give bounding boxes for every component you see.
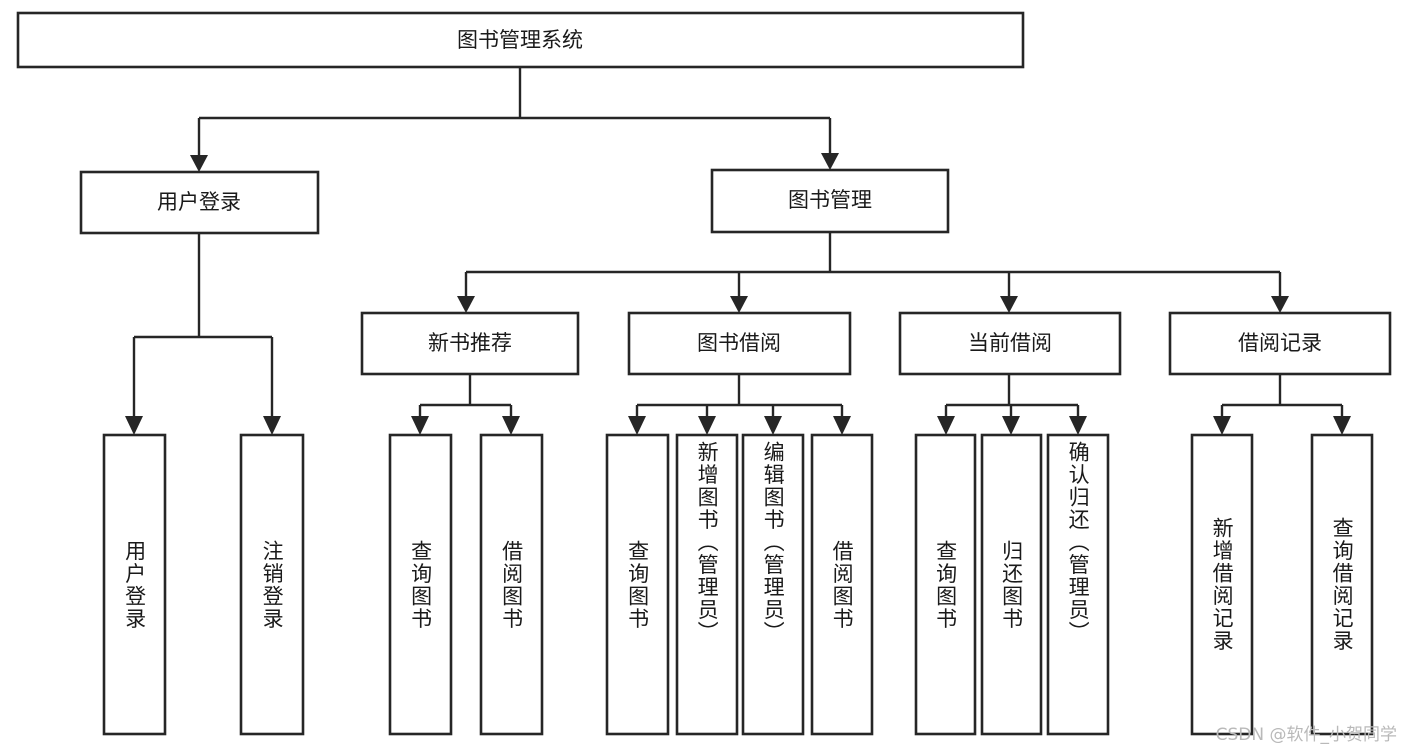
node-user-login[interactable]: 用户登录 (79, 170, 320, 235)
arrow-to-leaf-query-book-2 (628, 416, 646, 435)
leaf-box-add-book[interactable] (675, 433, 739, 736)
leaf-label-query-book-1: 查询图书 (408, 539, 433, 630)
node-root[interactable]: 图书管理系统 (16, 11, 1025, 69)
node-book-manage-label: 图书管理 (788, 188, 872, 212)
leaf-box-add-record[interactable] (1190, 433, 1254, 736)
arrow-to-leaf-add-record (1213, 416, 1231, 435)
leaf-label-add-book: 新增图书（管理员） (695, 441, 720, 644)
arrow-to-leaf-user-login (125, 416, 143, 435)
node-borrow-record[interactable]: 借阅记录 (1168, 311, 1392, 376)
arrow-to-new-book (457, 296, 475, 313)
leaf-box-borrow-book-1[interactable] (479, 433, 544, 736)
csdn-watermark: CSDN @软件_小贺同学 (1215, 725, 1397, 745)
arrow-to-leaf-query-record (1333, 416, 1351, 435)
leaf-box-return-book[interactable] (980, 433, 1043, 736)
leaf-label-return-book: 归还图书 (999, 539, 1024, 630)
arrow-to-leaf-borrow-book-2 (833, 416, 851, 435)
leaf-box-query-book-1[interactable] (388, 433, 453, 736)
edge-group-book-borrow-leaves (628, 374, 851, 435)
node-book-manage-box[interactable] (710, 168, 950, 234)
arrow-to-leaf-add-book (698, 416, 716, 435)
node-book-borrow-label: 图书借阅 (697, 331, 781, 355)
edge-group-root-to-level2 (190, 67, 839, 172)
arrow-to-book-manage (821, 153, 839, 170)
leaf-label-query-record: 查询借阅记录 (1330, 517, 1355, 652)
arrow-to-leaf-edit-book (764, 416, 782, 435)
leaf-box-borrow-book-2[interactable] (810, 433, 874, 736)
node-root-box[interactable] (16, 11, 1025, 69)
arrow-to-leaf-return-book (1002, 416, 1020, 435)
node-current-borrow-label: 当前借阅 (968, 331, 1052, 355)
node-user-login-label: 用户登录 (157, 190, 241, 214)
leaf-boxes (102, 433, 1374, 736)
node-new-book-recommend-label: 新书推荐 (428, 331, 512, 355)
arrow-to-book-borrow (730, 296, 748, 313)
leaf-label-user-login: 用户登录 (122, 539, 147, 630)
leaf-box-logout[interactable] (239, 433, 305, 736)
node-borrow-record-label: 借阅记录 (1238, 331, 1322, 355)
node-new-book-recommend[interactable]: 新书推荐 (360, 311, 580, 376)
leaf-label-confirm-return: 确认归还（管理员） (1066, 441, 1091, 644)
node-borrow-record-box[interactable] (1168, 311, 1392, 376)
leaf-label-logout: 注销登录 (260, 539, 285, 630)
leaf-box-query-record[interactable] (1310, 433, 1374, 736)
arrow-to-leaf-borrow-book-1 (502, 416, 520, 435)
arrow-to-user-login (190, 155, 208, 172)
node-book-borrow[interactable]: 图书借阅 (627, 311, 852, 376)
node-user-login-box[interactable] (79, 170, 320, 235)
leaf-box-confirm-return[interactable] (1046, 433, 1110, 736)
leaf-box-query-book-3[interactable] (914, 433, 977, 736)
arrow-to-leaf-query-book-3 (937, 416, 955, 435)
leaf-label-add-record: 新增借阅记录 (1210, 517, 1235, 652)
node-current-borrow-box[interactable] (898, 311, 1122, 376)
arrow-to-current-borrow (1000, 296, 1018, 313)
edge-group-book-manage-to-level3 (457, 232, 1289, 313)
edge-group-current-borrow-leaves (937, 374, 1087, 435)
leaf-label-query-book-2: 查询图书 (625, 539, 650, 630)
edge-group-new-book-leaves (411, 374, 520, 435)
node-book-borrow-box[interactable] (627, 311, 852, 376)
leaf-label-query-book-3: 查询图书 (933, 539, 958, 630)
node-current-borrow[interactable]: 当前借阅 (898, 311, 1122, 376)
arrow-to-leaf-confirm-return (1069, 416, 1087, 435)
arrow-to-borrow-record (1271, 296, 1289, 313)
leaf-box-query-book-2[interactable] (605, 433, 670, 736)
arrow-to-leaf-logout (263, 416, 281, 435)
node-book-manage[interactable]: 图书管理 (710, 168, 950, 234)
node-new-book-recommend-box[interactable] (360, 311, 580, 376)
arrow-to-leaf-query-book-1 (411, 416, 429, 435)
leaf-box-edit-book[interactable] (741, 433, 805, 736)
edge-group-user-login-leaves (125, 233, 281, 435)
leaf-box-user-login[interactable] (102, 433, 167, 736)
leaf-label-borrow-book-1: 借阅图书 (499, 539, 524, 630)
leaf-label-edit-book: 编辑图书（管理员） (761, 441, 786, 644)
leaf-label-borrow-book-2: 借阅图书 (830, 539, 855, 630)
edge-group-borrow-record-leaves (1213, 374, 1351, 435)
node-root-label: 图书管理系统 (457, 28, 583, 52)
